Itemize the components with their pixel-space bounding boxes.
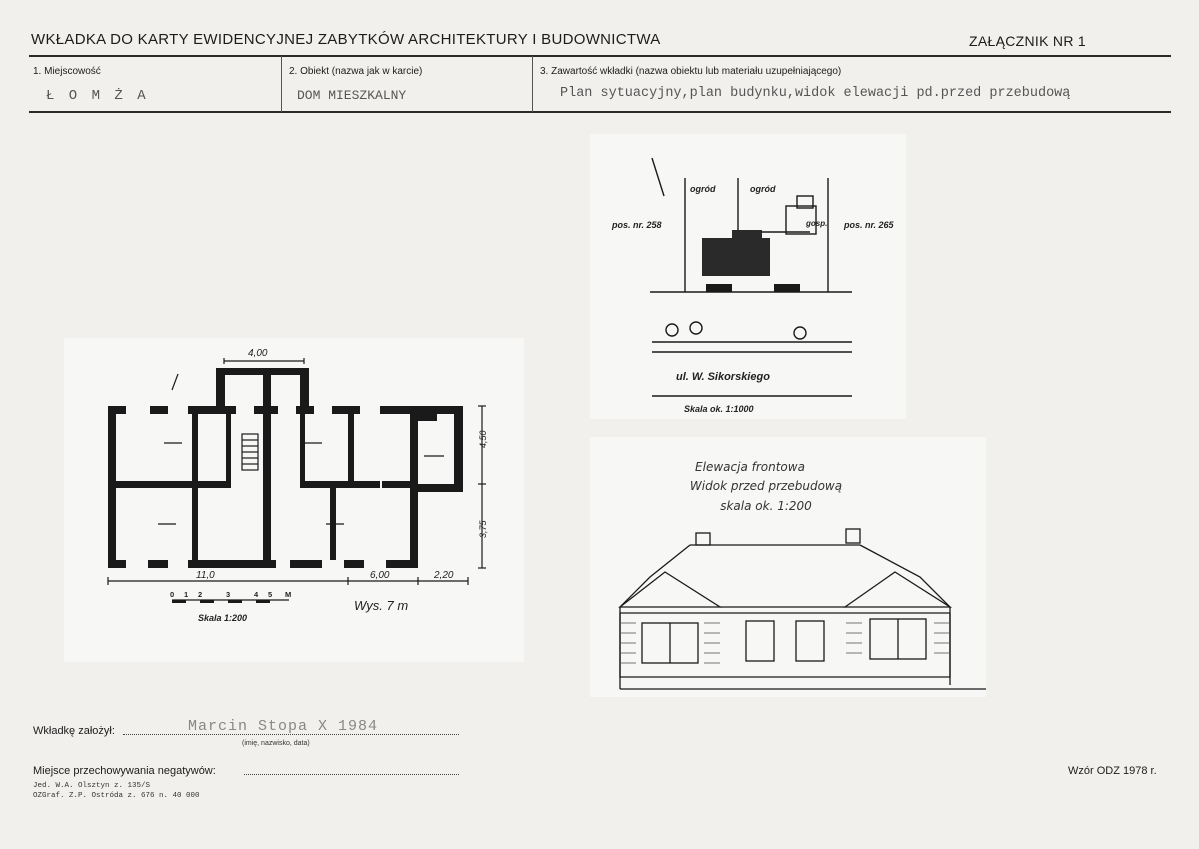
author-line — [123, 734, 459, 735]
content-value: Plan sytuacyjny,plan budynku,widok elewa… — [560, 86, 1071, 101]
document-title: WKŁADKA DO KARTY EWIDENCYJNEJ ZABYTKÓW A… — [31, 31, 661, 48]
scale-tick: 1 — [184, 590, 188, 599]
annex-number: ZAŁĄCZNIK NR 1 — [969, 33, 1086, 49]
field-separator — [532, 56, 533, 112]
dim-bottom-mid: 6,00 — [370, 570, 390, 581]
object-value: DOM MIESZKALNY — [297, 88, 407, 103]
site-plan-scale: Skala ok. 1:1000 — [684, 404, 754, 414]
site-plan-drawing: ogród ogród gosp. pos. nr. 258 pos. nr. … — [611, 157, 895, 414]
elevation-photo: Elewacja frontowa Widok przed przebudową… — [590, 437, 986, 697]
print-info-1: Jed. W.A. Olsztyn z. 135/S — [33, 782, 151, 790]
scale-tick: 3 — [226, 590, 230, 599]
scale-tick: M — [285, 590, 291, 599]
elevation-title: Elewacja frontowa — [695, 460, 805, 474]
elevation-scale: skala ok. 1:200 — [720, 499, 812, 513]
scale-tick: 5 — [268, 590, 272, 599]
dim-bottom-left: 11,0 — [196, 570, 215, 581]
dim-right-bottom: 3,75 — [478, 519, 488, 538]
garden-left: ogród — [690, 184, 716, 194]
street-name: ul. W. Sikorskiego — [676, 371, 770, 383]
garage-label: gosp. — [805, 219, 827, 228]
parcel-right: pos. nr. 265 — [843, 220, 895, 230]
scale-tick: 4 — [254, 590, 259, 599]
dim-bottom-right: 2,20 — [433, 570, 454, 581]
scale-tick: 2 — [198, 590, 202, 599]
print-info-2: OZGraf. Z.P. Ostróda z. 676 n. 40 000 — [33, 792, 200, 800]
object-label: 2. Obiekt (nazwa jak w karcie) — [289, 66, 423, 77]
header-bottom-rule — [29, 111, 1171, 113]
building-height: Wys. 7 m — [354, 598, 408, 613]
floor-plan-scale: Skala 1:200 — [198, 613, 247, 623]
garden-right: ogród — [750, 184, 776, 194]
content-label: 3. Zawartość wkładki (nazwa obiektu lub … — [540, 66, 842, 77]
site-plan-photo: ogród ogród gosp. pos. nr. 258 pos. nr. … — [590, 134, 906, 419]
elevation-subtitle: Widok przed przebudową — [690, 479, 842, 493]
dim-top: 4,00 — [248, 348, 268, 359]
header-top-rule — [29, 55, 1171, 57]
elevation-drawing: Elewacja frontowa Widok przed przebudową… — [618, 460, 986, 690]
negatives-label: Miejsce przechowywania negatywów: — [33, 765, 216, 777]
locality-label: 1. Miejscowość — [33, 66, 101, 77]
author-label: Wkładkę założył: — [33, 725, 115, 737]
locality-value: Ł O M Ż A — [46, 88, 149, 104]
floor-plan-photo: 4,00 4,50 3,75 11,0 6,00 2,20 0 1 2 3 4 … — [64, 338, 524, 662]
negatives-line — [244, 774, 459, 775]
dim-right-top: 4,50 — [478, 430, 488, 448]
scale-tick: 0 — [170, 590, 174, 599]
parcel-left: pos. nr. 258 — [611, 220, 662, 230]
field-separator — [281, 56, 282, 112]
template-number: Wzór ODZ 1978 r. — [1068, 765, 1157, 777]
floor-plan-drawing: 4,00 4,50 3,75 11,0 6,00 2,20 0 1 2 3 4 … — [107, 348, 488, 623]
author-hint: (imię, nazwisko, data) — [242, 740, 310, 747]
author-value: Marcin Stopa X 1984 — [188, 718, 379, 735]
